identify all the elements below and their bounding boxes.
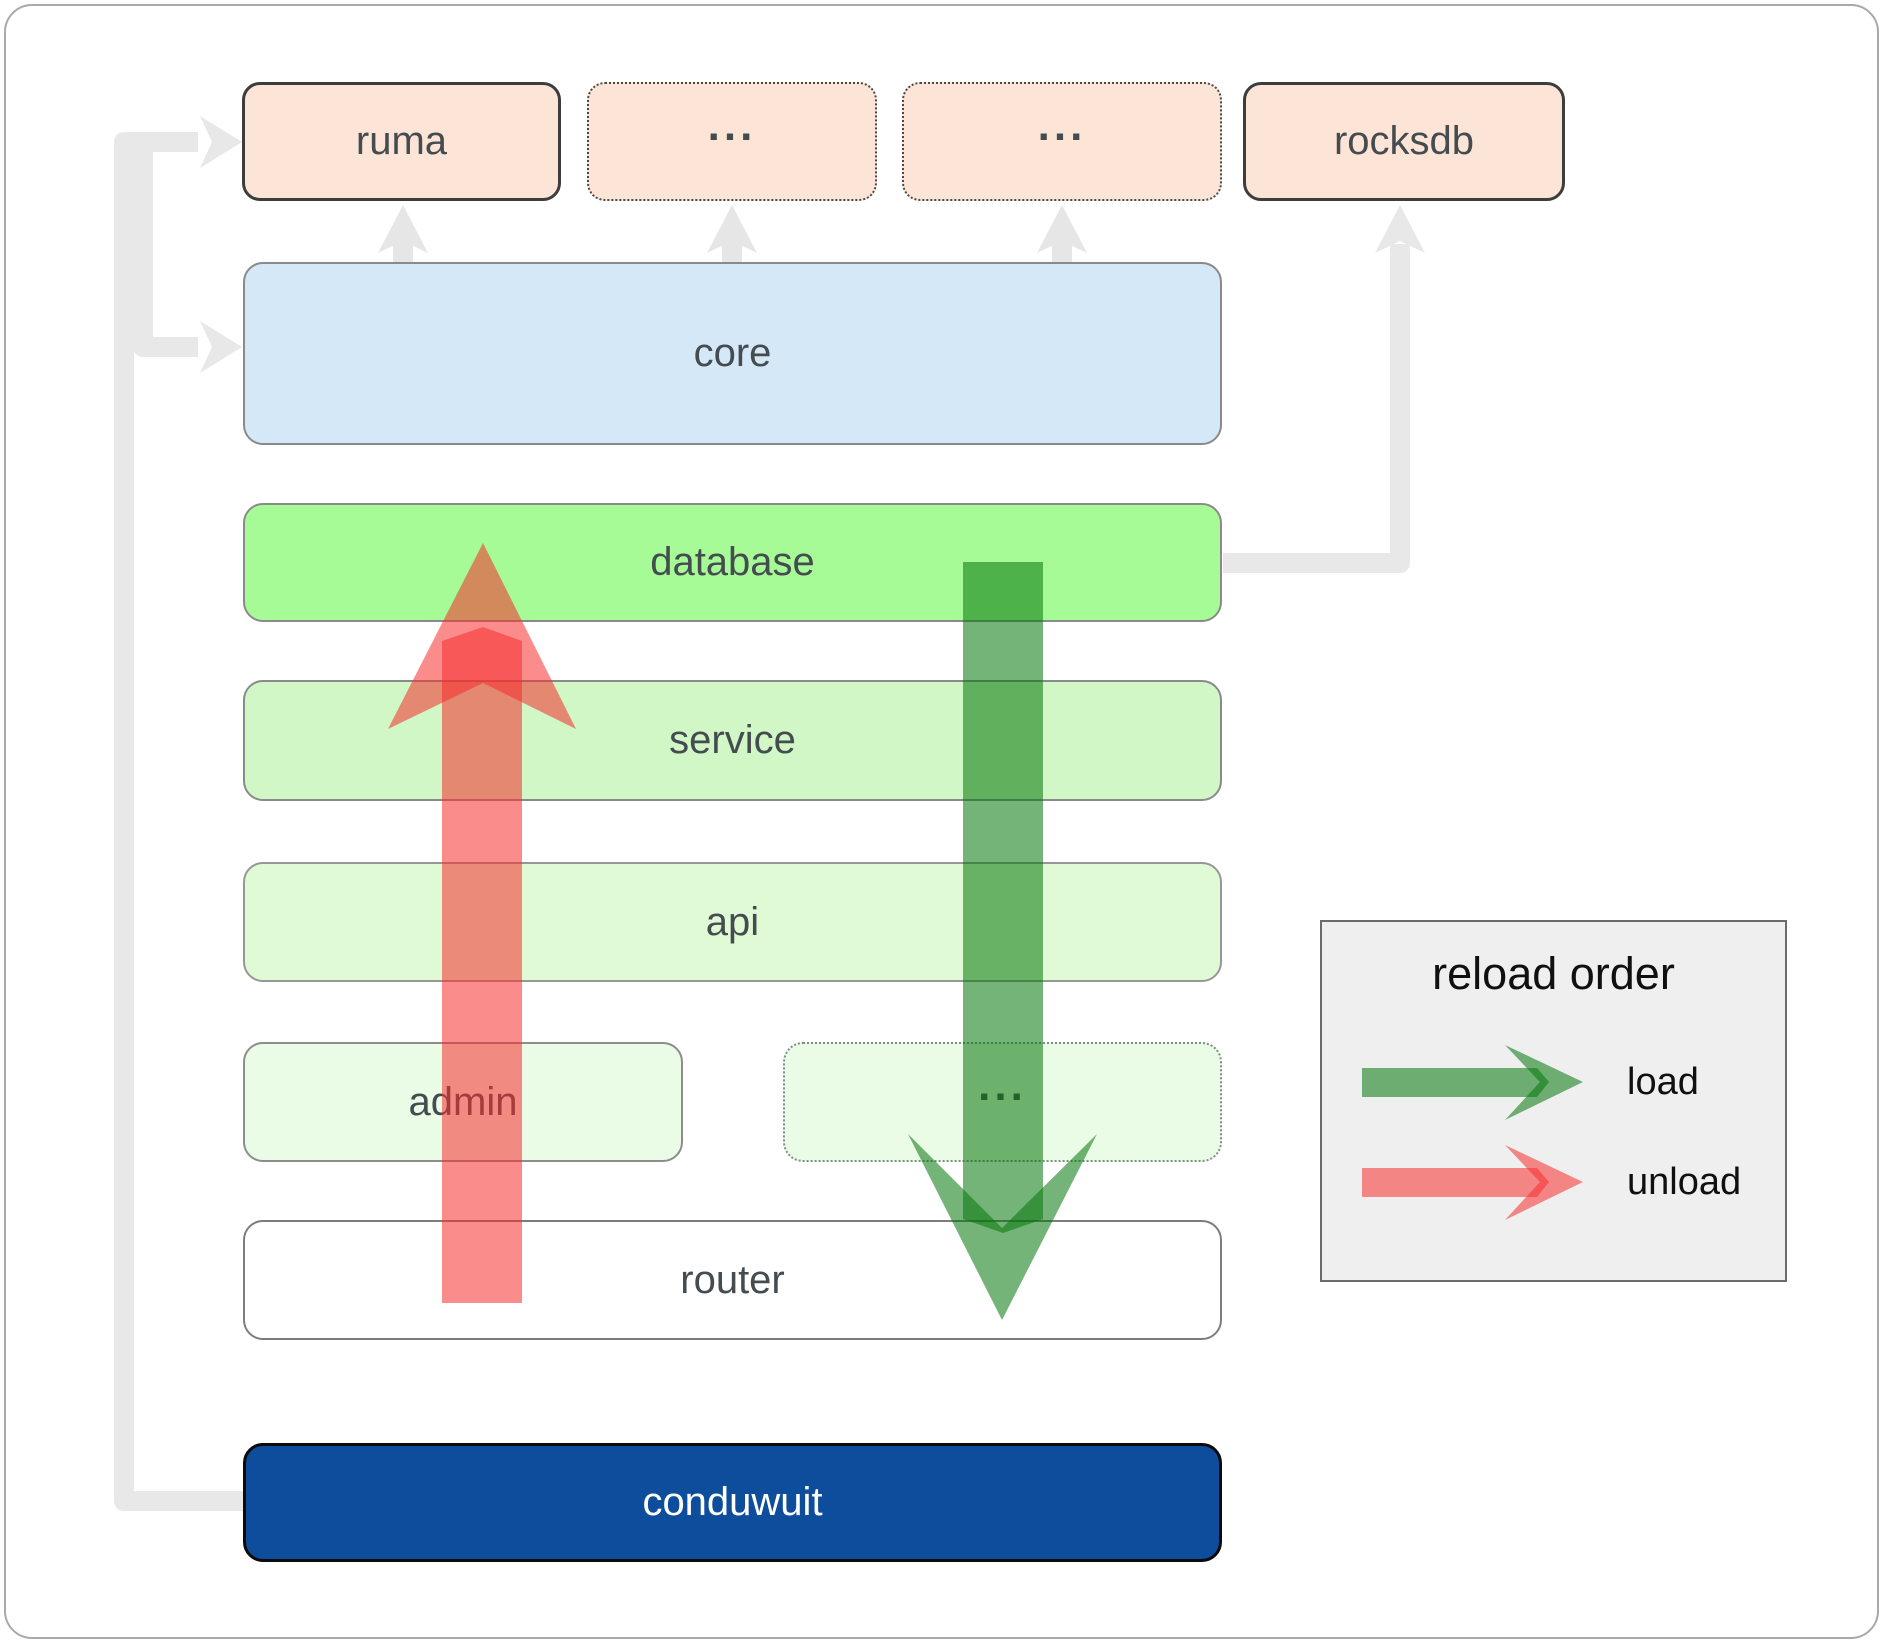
box-database: database — [243, 503, 1222, 622]
box-ellipsis-top-2-label: ... — [1037, 100, 1087, 150]
box-ellipsis-top-1: ... — [587, 82, 877, 201]
box-ellipsis-mid: ... — [783, 1042, 1222, 1162]
box-service-label: service — [669, 718, 796, 762]
legend-title: reload order — [1432, 948, 1675, 999]
box-ellipsis-top-2: ... — [902, 82, 1222, 201]
box-core-label: core — [693, 331, 772, 375]
box-ellipsis-top-1-label: ... — [707, 100, 757, 150]
box-ruma: ruma — [242, 82, 561, 201]
box-api: api — [243, 862, 1222, 982]
box-router-label: router — [680, 1257, 785, 1302]
box-admin: admin — [243, 1042, 683, 1162]
box-router: router — [243, 1220, 1222, 1340]
box-database-label: database — [650, 540, 815, 584]
box-core: core — [243, 262, 1222, 445]
box-ellipsis-mid-label: ... — [978, 1061, 1027, 1110]
legend-label-load: load — [1627, 1061, 1699, 1103]
box-ruma-label: ruma — [355, 119, 448, 163]
box-admin-label: admin — [408, 1079, 518, 1124]
box-rocksdb-label: rocksdb — [1333, 119, 1475, 163]
box-conduwuit: conduwuit — [243, 1443, 1222, 1562]
box-conduwuit-label: conduwuit — [642, 1480, 823, 1524]
box-api-label: api — [705, 899, 760, 944]
box-service: service — [243, 680, 1222, 801]
diagram-outer-border — [4, 4, 1879, 1639]
box-rocksdb: rocksdb — [1243, 82, 1565, 201]
legend-label-unload: unload — [1627, 1161, 1742, 1203]
